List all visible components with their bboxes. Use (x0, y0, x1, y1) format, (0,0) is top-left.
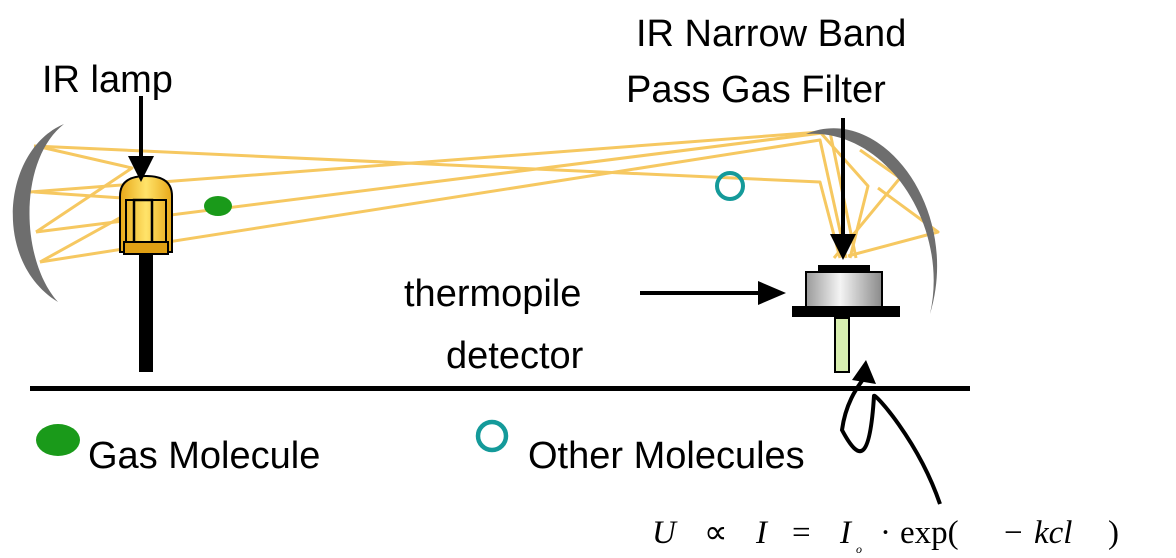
eq-equals: = (792, 515, 811, 551)
eq-U: U (652, 515, 678, 551)
detector-label-line1: thermopile (404, 273, 581, 315)
ir-lamp (119, 174, 173, 255)
legend-other-molecules-swatch (475, 419, 509, 453)
lamp-filament (132, 198, 154, 248)
eq-dot: · (880, 515, 891, 551)
left-mirror (12, 124, 64, 302)
lamp-bulb (119, 174, 173, 253)
gas-molecule-in-beam (204, 196, 232, 216)
filter-label-line1: IR Narrow Band (636, 13, 906, 55)
eq-close: ) (1108, 515, 1119, 551)
filter-arrowhead (830, 234, 856, 260)
legend-other-molecules-label: Other Molecules (528, 435, 805, 477)
legend-gas-molecule-label: Gas Molecule (88, 435, 320, 477)
ir-lamp-label: IR lamp (42, 59, 173, 101)
beam-path-1 (33, 144, 842, 259)
right-mirror (806, 128, 938, 314)
thermopile-detector (792, 265, 900, 373)
detector-body (805, 271, 883, 309)
signal-squiggle (839, 376, 942, 505)
lamp-socket (123, 241, 169, 255)
lamp-arrowhead (128, 156, 154, 182)
detector-label-line2: detector (446, 335, 584, 377)
arrows (139, 96, 942, 505)
eq-I0: I (839, 515, 853, 551)
detector-flange (792, 306, 900, 317)
eq-minus: − (1004, 515, 1023, 551)
detector-window (818, 265, 870, 274)
eq-kcl: kcl (1034, 515, 1072, 551)
other-molecule-in-beam (715, 171, 745, 201)
signal-arrowhead (852, 360, 876, 384)
legend: Gas Molecule Other Molecules (36, 419, 805, 477)
eq-proportional: ∝ (704, 515, 728, 551)
lamp-post (139, 250, 153, 372)
detector-arrowhead (758, 281, 786, 305)
baseline (30, 386, 970, 391)
eq-exp: exp( (900, 515, 959, 551)
beam-path-6 (847, 186, 940, 258)
beer-lambert-equation: U ∝ I = I o · exp( − kcl ) (652, 515, 1119, 556)
filter-label-line2: Pass Gas Filter (626, 69, 886, 111)
eq-I0-subscript: o (856, 542, 862, 556)
beam-path-7 (35, 144, 134, 234)
eq-I: I (755, 515, 769, 551)
beam-path-2 (39, 138, 848, 264)
detector-pin (834, 317, 850, 373)
legend-gas-molecule-swatch (36, 424, 80, 456)
